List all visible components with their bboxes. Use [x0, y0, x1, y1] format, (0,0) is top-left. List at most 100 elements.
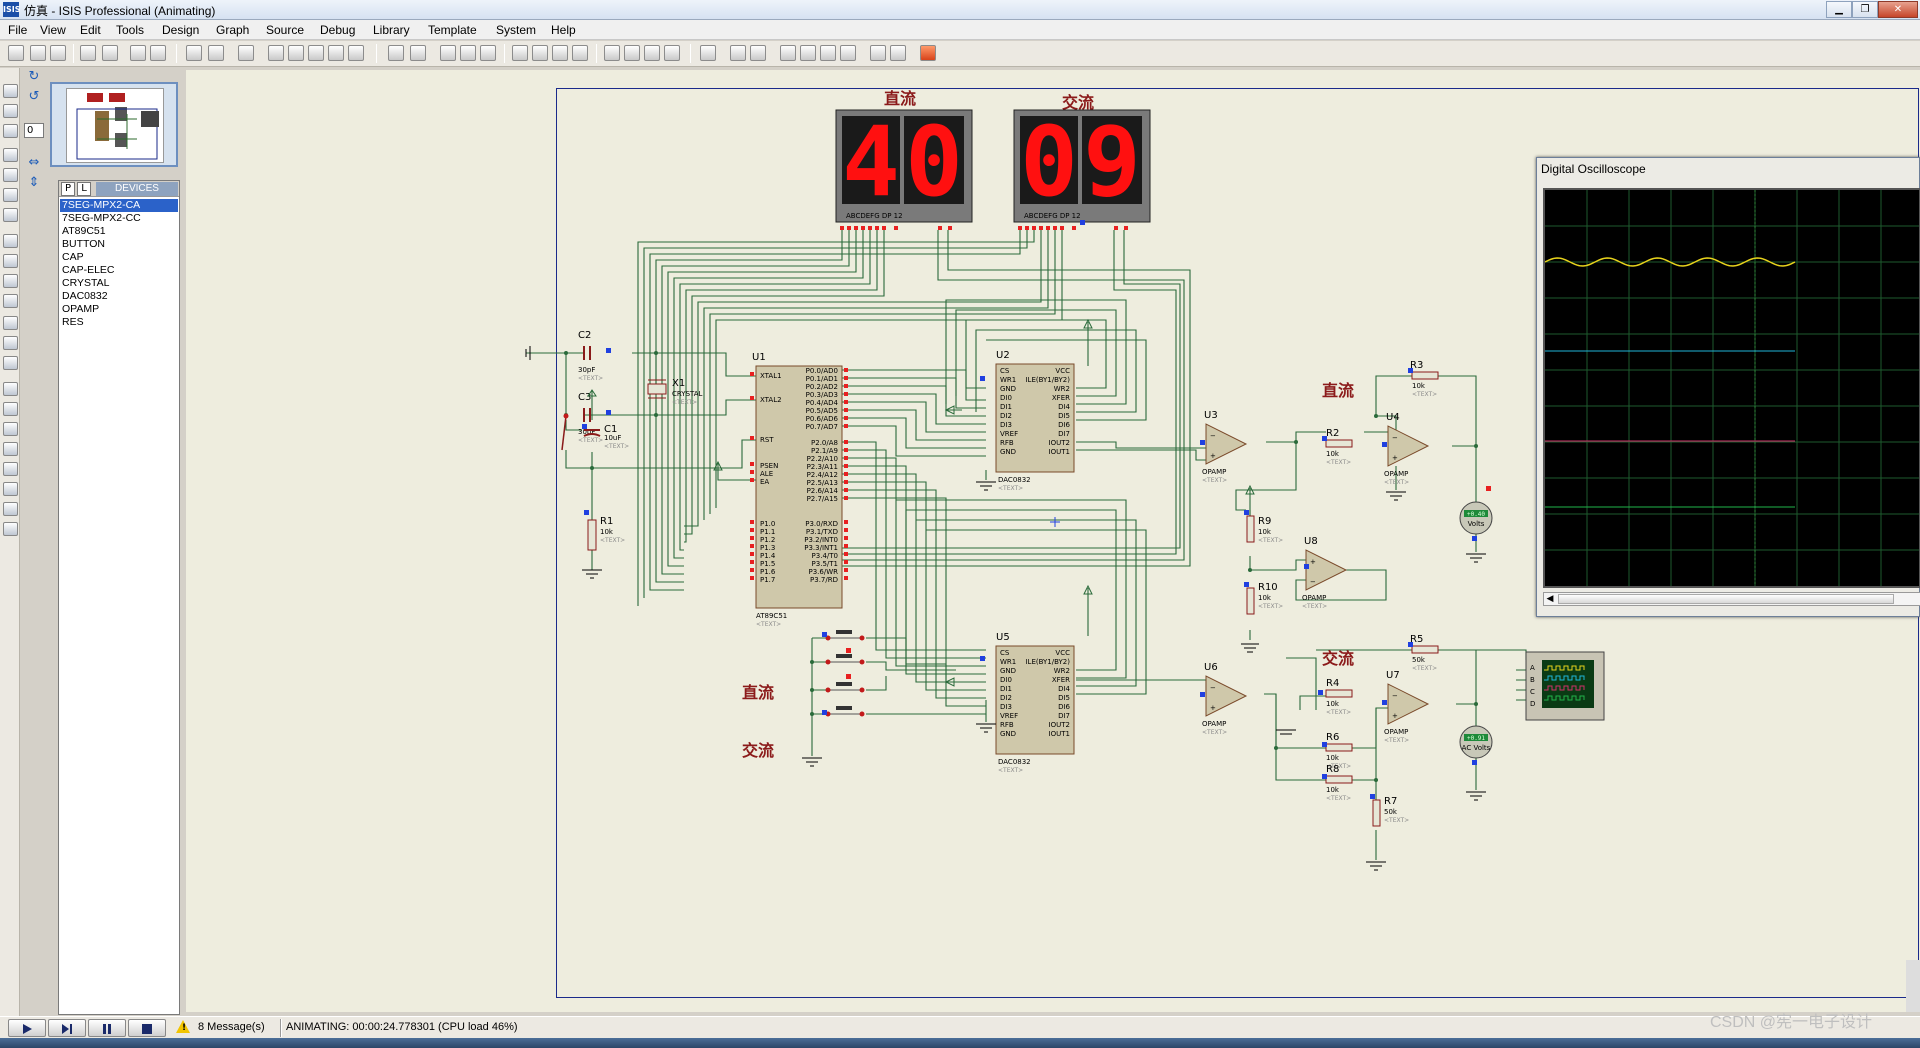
zoom-in-icon[interactable] — [288, 45, 304, 61]
device-item[interactable]: 7SEG-MPX2-CA — [60, 199, 178, 212]
block-move-icon[interactable] — [532, 45, 548, 61]
graph-icon[interactable] — [3, 274, 18, 288]
device-item[interactable]: OPAMP — [62, 303, 100, 315]
refresh-icon[interactable] — [186, 45, 202, 61]
block-copy-icon[interactable] — [512, 45, 528, 61]
menu-library[interactable]: Library — [373, 23, 410, 37]
menu-help[interactable]: Help — [551, 23, 576, 37]
device-item[interactable]: 7SEG-MPX2-CC — [62, 212, 141, 224]
export-icon[interactable] — [102, 45, 118, 61]
menu-template[interactable]: Template — [428, 23, 477, 37]
mirror-horizontal-icon[interactable]: ⇔ — [28, 155, 40, 170]
generator-icon[interactable] — [3, 316, 18, 330]
tape-recorder-icon[interactable] — [3, 294, 18, 308]
device-item[interactable]: DAC0832 — [62, 290, 108, 302]
menu-tools[interactable]: Tools — [116, 23, 145, 37]
new-sheet-icon[interactable] — [780, 45, 796, 61]
box-icon[interactable] — [3, 402, 18, 416]
menu-design[interactable]: Design — [162, 23, 200, 37]
marker-icon[interactable] — [3, 522, 18, 536]
canvas-vertical-scrollbar[interactable] — [1906, 960, 1920, 1012]
overview-window[interactable] — [50, 82, 178, 167]
pick-devices-button[interactable]: P — [61, 182, 75, 196]
rotation-angle-input[interactable]: 0 — [24, 123, 44, 138]
bill-of-materials-icon[interactable] — [840, 45, 856, 61]
block-delete-icon[interactable] — [572, 45, 588, 61]
close-button[interactable]: ✕ — [1878, 1, 1918, 18]
menu-file[interactable]: File — [8, 23, 28, 37]
undo-icon[interactable] — [388, 45, 404, 61]
device-item[interactable]: CRYSTAL — [62, 277, 110, 289]
scrollbar-thumb[interactable] — [1558, 594, 1894, 604]
wire-label-icon[interactable] — [3, 148, 18, 162]
import-icon[interactable] — [80, 45, 96, 61]
circle-icon[interactable] — [3, 422, 18, 436]
device-pin-icon[interactable] — [3, 254, 18, 268]
message-count[interactable]: 8 Message(s) — [198, 1021, 265, 1033]
component-mode-icon[interactable] — [3, 104, 18, 118]
redo-icon[interactable] — [410, 45, 426, 61]
oscilloscope-window[interactable]: Digital Oscilloscope ◀ — [1536, 157, 1920, 617]
menu-view[interactable]: View — [40, 23, 66, 37]
menu-graph[interactable]: Graph — [216, 23, 250, 37]
property-tool-icon[interactable] — [750, 45, 766, 61]
zoom-all-icon[interactable] — [328, 45, 344, 61]
text-script-icon[interactable] — [3, 168, 18, 182]
selection-mode-icon[interactable] — [3, 84, 18, 98]
stop-button[interactable] — [128, 1019, 166, 1037]
block-rotate-icon[interactable] — [552, 45, 568, 61]
mirror-vertical-icon[interactable]: ⇕ — [28, 175, 40, 190]
search-icon[interactable] — [730, 45, 746, 61]
copy-icon[interactable] — [460, 45, 476, 61]
origin-icon[interactable] — [238, 45, 254, 61]
wire-autorouter-icon[interactable] — [700, 45, 716, 61]
rotate-clockwise-icon[interactable]: ↻ — [28, 69, 40, 84]
open-folder-icon[interactable] — [30, 45, 46, 61]
warning-icon[interactable] — [176, 1020, 190, 1033]
menu-system[interactable]: System — [496, 23, 537, 37]
device-item[interactable]: BUTTON — [62, 238, 105, 250]
maximize-button[interactable]: ❐ — [1852, 1, 1878, 18]
device-item[interactable]: AT89C51 — [62, 225, 106, 237]
print-area-icon[interactable] — [150, 45, 166, 61]
menu-edit[interactable]: Edit — [80, 23, 101, 37]
menu-source[interactable]: Source — [266, 23, 305, 37]
library-manager-button[interactable]: L — [77, 182, 91, 196]
junction-icon[interactable] — [3, 124, 18, 138]
remove-sheet-icon[interactable] — [800, 45, 816, 61]
device-item[interactable]: RES — [62, 316, 84, 328]
packaging-icon[interactable] — [644, 45, 660, 61]
minimize-button[interactable]: ▁ — [1826, 1, 1852, 18]
new-file-icon[interactable] — [8, 45, 24, 61]
oscilloscope-scrollbar[interactable]: ◀ — [1543, 592, 1920, 606]
schematic-canvas[interactable]: 直流 交流 4 0 ABCDEFG DP 12 0 9 ABCDEFG DP 1… — [186, 70, 1920, 1012]
voltage-probe-icon[interactable] — [3, 336, 18, 350]
path-icon[interactable] — [3, 462, 18, 476]
exit-parent-icon[interactable] — [820, 45, 836, 61]
paste-icon[interactable] — [480, 45, 496, 61]
step-button[interactable] — [48, 1019, 86, 1037]
device-item[interactable]: CAP — [62, 251, 84, 263]
zoom-area-icon[interactable] — [348, 45, 364, 61]
pause-button[interactable] — [88, 1019, 126, 1037]
erc-report-icon[interactable] — [870, 45, 886, 61]
scroll-left-icon[interactable]: ◀ — [1546, 594, 1554, 604]
terminal-icon[interactable] — [3, 234, 18, 248]
make-device-icon[interactable] — [624, 45, 640, 61]
subcircuit-icon[interactable] — [3, 208, 18, 222]
print-icon[interactable] — [130, 45, 146, 61]
play-button[interactable] — [8, 1019, 46, 1037]
rotate-anticlockwise-icon[interactable]: ↺ — [28, 89, 40, 104]
cut-icon[interactable] — [440, 45, 456, 61]
line-icon[interactable] — [3, 382, 18, 396]
virtual-instrument-icon[interactable] — [3, 356, 18, 370]
netlist-icon[interactable] — [890, 45, 906, 61]
text-icon[interactable] — [3, 482, 18, 496]
bus-icon[interactable] — [3, 188, 18, 202]
decompose-icon[interactable] — [664, 45, 680, 61]
arc-icon[interactable] — [3, 442, 18, 456]
zoom-out-icon[interactable] — [308, 45, 324, 61]
menu-debug[interactable]: Debug — [320, 23, 356, 37]
grid-icon[interactable] — [208, 45, 224, 61]
pick-device-icon[interactable] — [604, 45, 620, 61]
